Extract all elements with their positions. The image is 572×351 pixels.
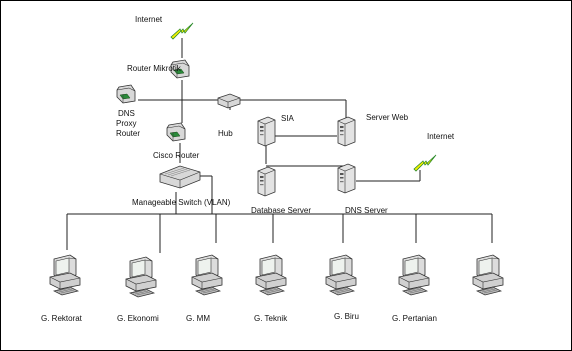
switch-icon (159, 165, 201, 189)
hub-label: Hub (218, 129, 233, 138)
database-server-icon (257, 166, 276, 197)
server-web-label: Server Web (366, 113, 409, 122)
pc-label-biru: G. Biru (334, 312, 359, 321)
pc-label-mm: G. MM (186, 314, 210, 323)
internet-right-label: Internet (427, 132, 455, 141)
cisco-router-label: Cisco Router (153, 151, 200, 160)
dns-server-icon (337, 163, 356, 194)
sia-label: SIA (281, 114, 295, 123)
sia-server-icon (257, 116, 276, 147)
pc-label-ekonomi: G. Ekonomi (117, 314, 159, 323)
dns-server-label: DNS Server (345, 206, 388, 215)
hub-icon (217, 93, 241, 109)
server-web-icon (337, 116, 356, 147)
internet-top-label: Internet (135, 15, 163, 24)
dns-proxy-router-label-1: DNS (118, 109, 135, 118)
pc-label-teknik: G. Teknik (254, 314, 288, 323)
pc-label-pertanian: G. Pertanian (392, 314, 437, 323)
database-server-label: Database Server (251, 206, 311, 215)
pc-label-rektorat: G. Rektorat (41, 314, 83, 323)
manageable-switch-label: Manageable Switch (VLAN) (132, 198, 231, 207)
router-mikrotik-label: Router Mikrotik (127, 64, 182, 73)
dns-proxy-router-label-2: Proxy (116, 119, 136, 128)
dns-proxy-router-label-3: Router (116, 129, 140, 138)
